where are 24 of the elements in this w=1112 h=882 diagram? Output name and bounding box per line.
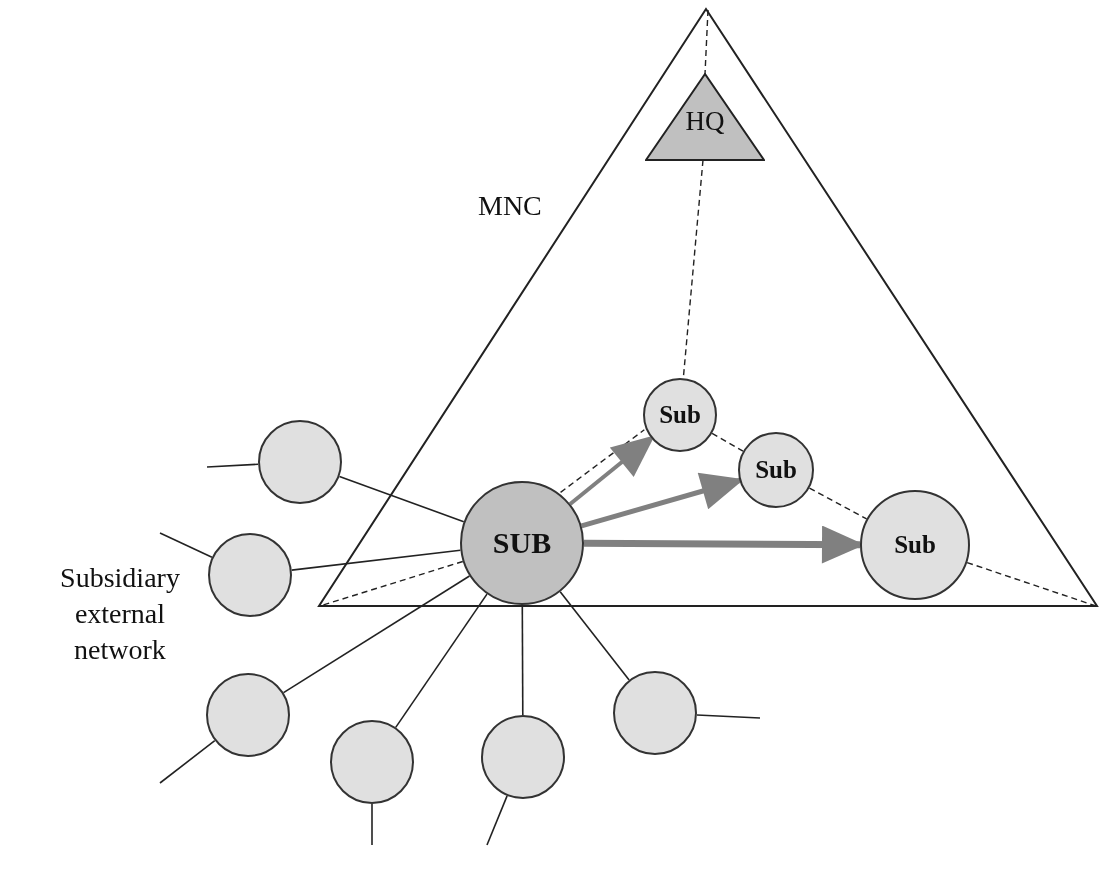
connector-line xyxy=(159,739,216,784)
dashed-line xyxy=(808,487,868,520)
connector-line xyxy=(521,604,524,716)
dashed-line xyxy=(966,561,1097,607)
dashed-line xyxy=(704,9,709,75)
region-label: MNC xyxy=(478,190,542,222)
network-label: Subsidiary external network xyxy=(59,561,181,667)
connector-line xyxy=(696,714,761,719)
dashed-line xyxy=(711,432,744,452)
dashed-line xyxy=(559,429,646,494)
connector-line xyxy=(159,532,213,559)
subsidiary-circle: Sub xyxy=(643,378,717,452)
connector-line xyxy=(559,591,630,681)
connector-line xyxy=(290,549,462,571)
arrow xyxy=(568,435,655,506)
connector-line xyxy=(338,475,465,523)
subsidiary-circle: Sub xyxy=(860,490,970,600)
connector-line xyxy=(282,575,471,694)
connector-line xyxy=(394,593,488,729)
connector-line xyxy=(486,795,508,846)
headquarters-triangle: HQ xyxy=(645,73,765,161)
subsidiary-circle: Sub xyxy=(738,432,814,508)
connector-line xyxy=(206,463,259,468)
connector-line xyxy=(371,803,373,846)
